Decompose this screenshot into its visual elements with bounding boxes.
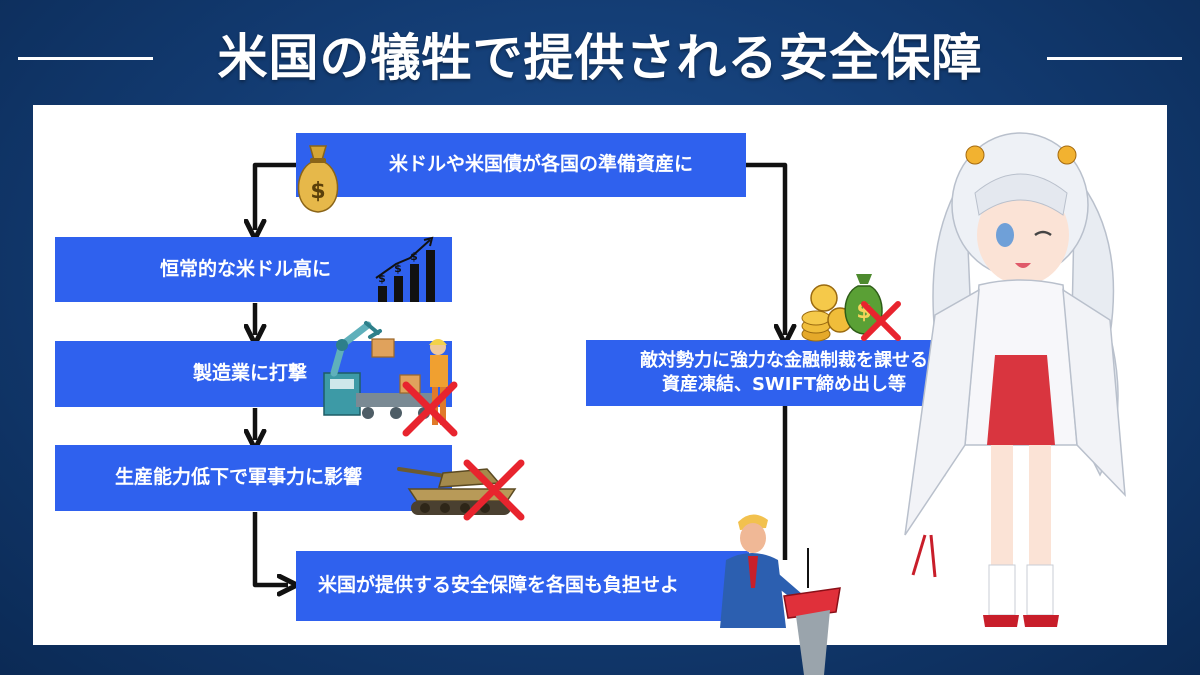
anime-character-illustration <box>904 132 1126 627</box>
speaker-podium-figure <box>720 514 841 675</box>
title-line-right <box>1047 57 1182 60</box>
box-financial-sanctions: 敵対勢力に強力な金融制裁を課せる 資産凍結、SWIFT締め出し等 <box>586 340 982 406</box>
title-line-left <box>18 57 153 60</box>
box-military-impact-text: 生産能力低下で軍事力に影響 <box>115 466 363 489</box>
box-financial-sanctions-line1: 敵対勢力に強力な金融制裁を課せる <box>640 349 928 371</box>
arrow-reserve-to-dollar <box>255 162 296 230</box>
box-strong-dollar-text: 恒常的な米ドル高に <box>160 257 332 280</box>
coins-bag-icon: $ <box>801 274 901 342</box>
money-bag-dollar-sign: $ <box>310 179 325 204</box>
box-reserve-assets: 米ドルや米国債が各国の準備資産に <box>296 133 746 197</box>
box-reserve-assets-text: 米ドルや米国債が各国の準備資産に <box>388 153 693 176</box>
arrow-reserve-to-sanctions <box>745 162 785 335</box>
factory-robot-icon <box>323 321 458 437</box>
chart-dollar-sign-2: $ <box>394 262 402 275</box>
chart-dollar-sign-1: $ <box>378 272 386 285</box>
tank-icon <box>397 459 525 521</box>
box-manufacturing-hit-text: 製造業に打撃 <box>193 362 308 385</box>
box-security-burden-text: 米国が提供する安全保障を各国も負担せよ <box>318 574 680 597</box>
box-security-burden: 米国が提供する安全保障を各国も負担せよ <box>296 551 749 621</box>
rising-chart-icon: $ $ $ <box>375 236 435 302</box>
box-financial-sanctions-line2: 資産凍結、SWIFT締め出し等 <box>661 374 907 395</box>
arrow-military-to-burden <box>252 512 288 585</box>
chart-dollar-sign-3: $ <box>410 250 418 263</box>
page-title: 米国の犠牲で提供される安全保障 <box>217 29 983 87</box>
box-military-impact: 生産能力低下で軍事力に影響 <box>55 445 452 511</box>
money-bag-icon: $ <box>297 145 339 213</box>
